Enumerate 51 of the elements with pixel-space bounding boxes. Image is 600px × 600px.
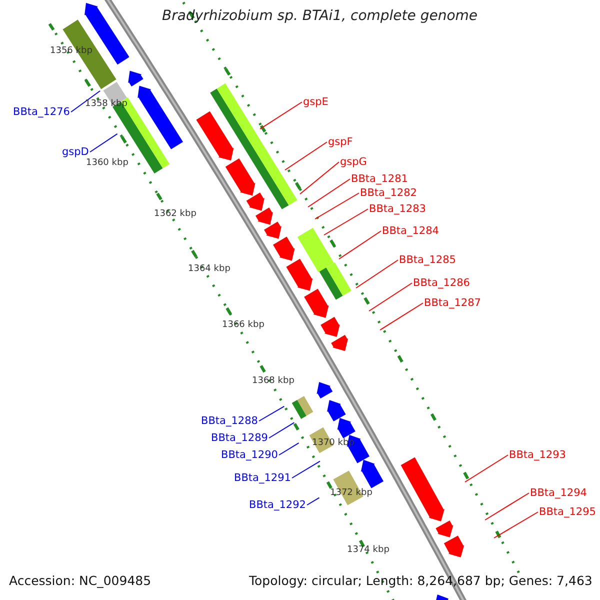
leader-line bbox=[278, 442, 300, 456]
gene-label: gspG bbox=[340, 156, 367, 168]
scale-label: 1366 kbp bbox=[222, 320, 264, 330]
gene-label: BBta_1288 bbox=[201, 415, 258, 428]
leader-line bbox=[314, 192, 360, 220]
leader-line bbox=[484, 492, 530, 520]
gene-label: BBta_1276 bbox=[13, 106, 70, 118]
leader-line bbox=[338, 230, 382, 260]
leader-line bbox=[268, 422, 295, 438]
leader-line bbox=[464, 454, 508, 482]
leader-line bbox=[494, 512, 538, 538]
gene-label: BBta_1283 bbox=[369, 203, 426, 216]
accession-text: Accession: NC_009485 bbox=[9, 574, 152, 588]
leader-line bbox=[260, 102, 302, 130]
leader-line bbox=[70, 90, 101, 112]
leader-line bbox=[356, 260, 398, 288]
leader-line bbox=[90, 133, 118, 152]
gene-label: BBta_1294 bbox=[530, 487, 587, 500]
scale-label: 1362 kbp bbox=[154, 209, 196, 220]
scale-label: 1358 kbp bbox=[85, 99, 128, 110]
leader-line bbox=[324, 208, 368, 236]
gene-label: BBta_1282 bbox=[360, 187, 417, 200]
leader-line bbox=[380, 302, 424, 330]
gene-label: BBta_1286 bbox=[413, 277, 470, 290]
genome-summary-text: Topology: circular; Length: 8,264,687 bp; Genes: 7,463 bbox=[249, 574, 592, 588]
gene-label: gspD bbox=[62, 146, 89, 158]
gene-label: gspF bbox=[328, 136, 353, 148]
gene-label: BBta_1285 bbox=[399, 254, 456, 266]
gene-label: BBta_1291 bbox=[234, 472, 291, 484]
scale-label: 1360 kbp bbox=[86, 158, 128, 168]
gene-label: BBta_1287 bbox=[424, 297, 481, 310]
gene-label: BBta_1284 bbox=[382, 225, 439, 238]
gene-label: BBta_1289 bbox=[211, 432, 268, 444]
gene-label: BBta_1290 bbox=[221, 449, 278, 462]
leader-line bbox=[368, 282, 412, 312]
diagram-title: Bradyrhizobium sp. BTAi1, complete genome bbox=[162, 8, 478, 24]
scale-label: 1368 kbp bbox=[252, 376, 294, 386]
leader-line bbox=[284, 142, 328, 170]
scale-label: 1364 kbp bbox=[188, 264, 230, 274]
leader-line bbox=[300, 162, 340, 194]
gene-label: BBta_1293 bbox=[509, 449, 566, 462]
scale-label: 1356 kbp bbox=[50, 46, 92, 56]
leader-line bbox=[292, 460, 320, 478]
scale-label: 1374 kbp bbox=[347, 545, 390, 556]
gene-label: BBta_1295 bbox=[539, 506, 596, 518]
leader-line bbox=[306, 497, 320, 506]
leader-line bbox=[258, 406, 285, 422]
leader-line bbox=[308, 178, 350, 208]
gene-label: gspE bbox=[303, 96, 328, 108]
gene-label: BBta_1292 bbox=[249, 499, 306, 512]
gene-label: BBta_1281 bbox=[351, 173, 408, 186]
